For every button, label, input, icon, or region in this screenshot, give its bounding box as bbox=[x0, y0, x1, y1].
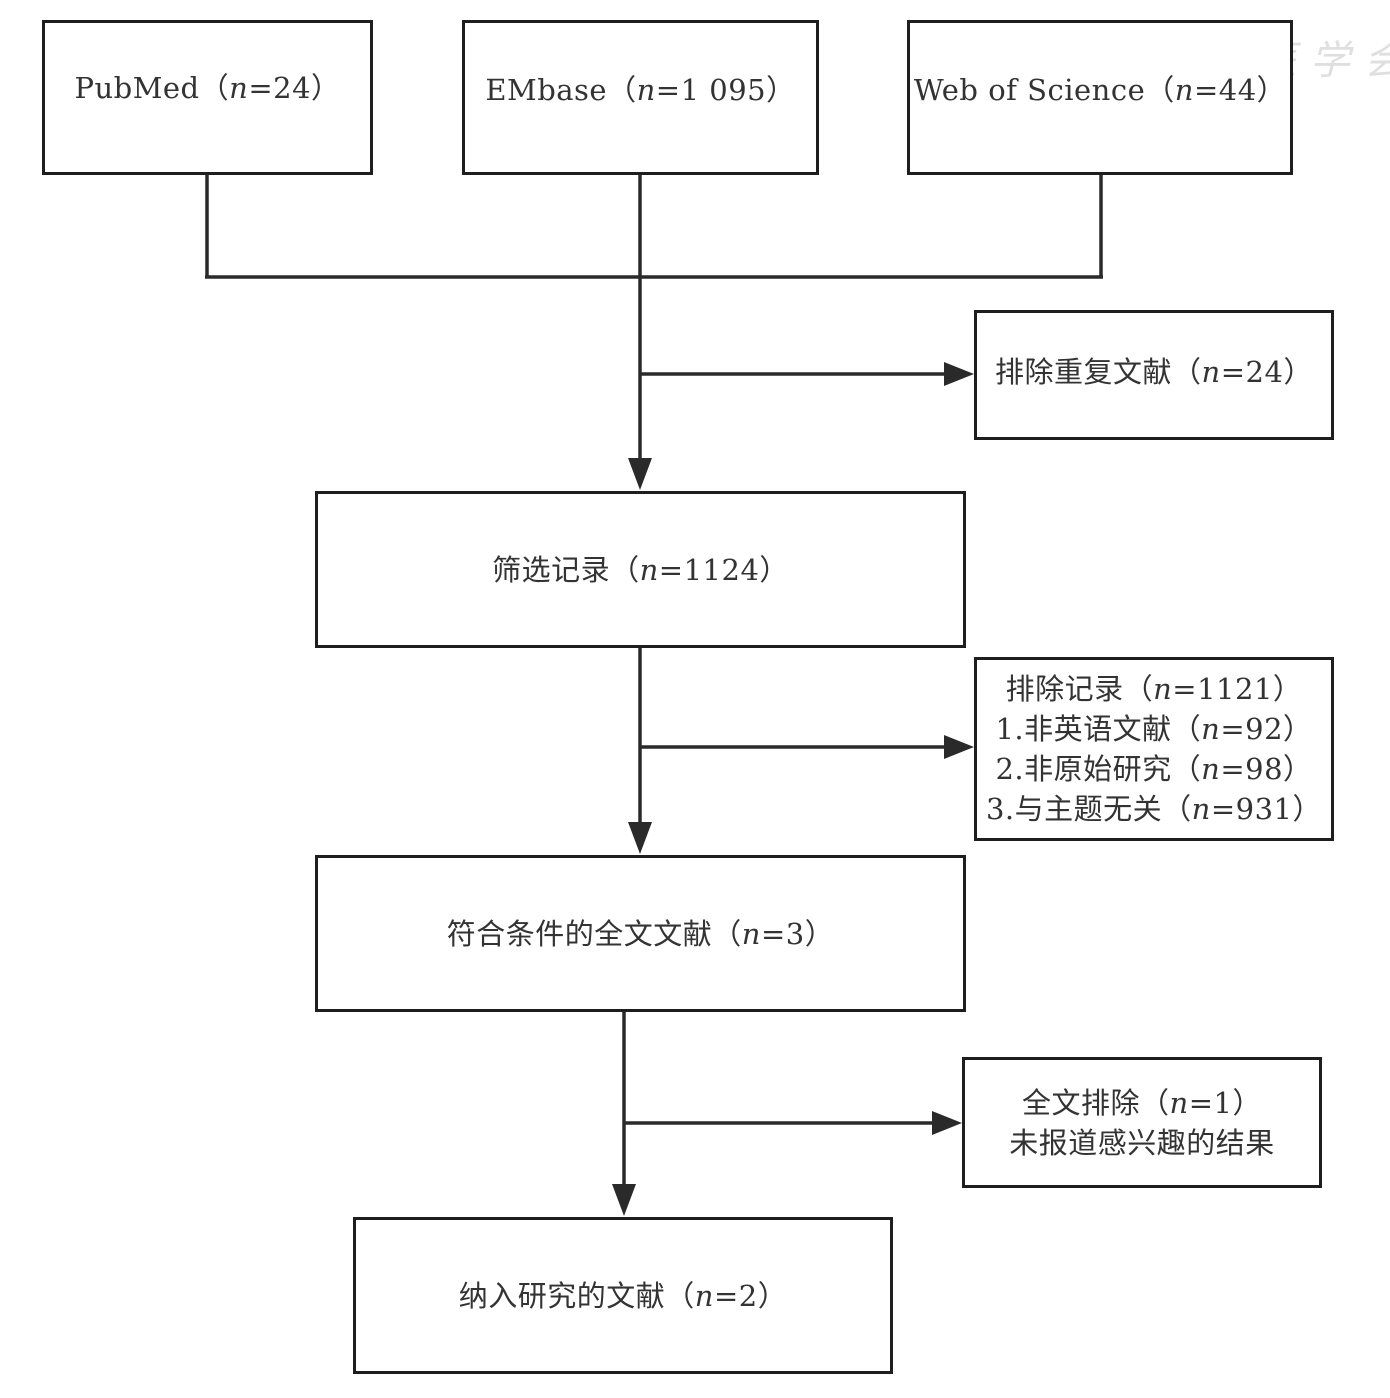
included-studies-text: 纳入研究的文献（n=2） bbox=[458, 1278, 788, 1313]
arrowhead-screened bbox=[628, 458, 652, 490]
excluded-fulltext-heading: 全文排除（n=1） bbox=[1022, 1085, 1262, 1120]
excluded-duplicates-box: 排除重复文献（n=24） bbox=[974, 310, 1334, 440]
eligible-fulltext-box: 符合条件的全文文献（n=3） bbox=[315, 855, 966, 1012]
excluded-fulltext-reason: 未报道感兴趣的结果 bbox=[1009, 1125, 1275, 1160]
excluded-records-heading: 排除记录（n=1121） bbox=[1005, 672, 1303, 706]
arrowhead-included bbox=[612, 1184, 636, 1216]
screened-records-text: 筛选记录（n=1124） bbox=[492, 552, 789, 587]
excluded-reason-item: 2.非原始研究（n=98） bbox=[995, 752, 1313, 786]
source-box-embase: EMbase（n=1 095） bbox=[462, 20, 819, 175]
arrowhead-eligible bbox=[628, 822, 652, 854]
screened-records-box: 筛选记录（n=1124） bbox=[315, 491, 966, 648]
arrowhead-excluded-fulltext bbox=[932, 1111, 962, 1135]
excluded-reason-item: 1.非英语文献（n=92） bbox=[995, 712, 1313, 746]
excluded-reason-item: 3.与主题无关（n=931） bbox=[985, 792, 1323, 826]
source-wos-text: Web of Science（n=44） bbox=[913, 72, 1287, 107]
source-box-wos: Web of Science（n=44） bbox=[907, 20, 1293, 175]
eligible-fulltext-text: 符合条件的全文文献（n=3） bbox=[446, 916, 835, 951]
excluded-records-box: 排除记录（n=1121） 1.非英语文献（n=92） 2.非原始研究（n=98）… bbox=[974, 657, 1334, 841]
source-box-pubmed: PubMed（n=24） bbox=[42, 20, 373, 175]
excluded-fulltext-box: 全文排除（n=1） 未报道感兴趣的结果 bbox=[962, 1057, 1322, 1188]
source-pubmed-text: PubMed（n=24） bbox=[74, 70, 341, 105]
arrowhead-duplicates bbox=[944, 362, 974, 386]
included-studies-box: 纳入研究的文献（n=2） bbox=[353, 1217, 893, 1374]
source-embase-text: EMbase（n=1 095） bbox=[485, 72, 796, 107]
arrowhead-excluded-records bbox=[944, 735, 974, 759]
excluded-duplicates-text: 排除重复文献（n=24） bbox=[995, 355, 1313, 389]
